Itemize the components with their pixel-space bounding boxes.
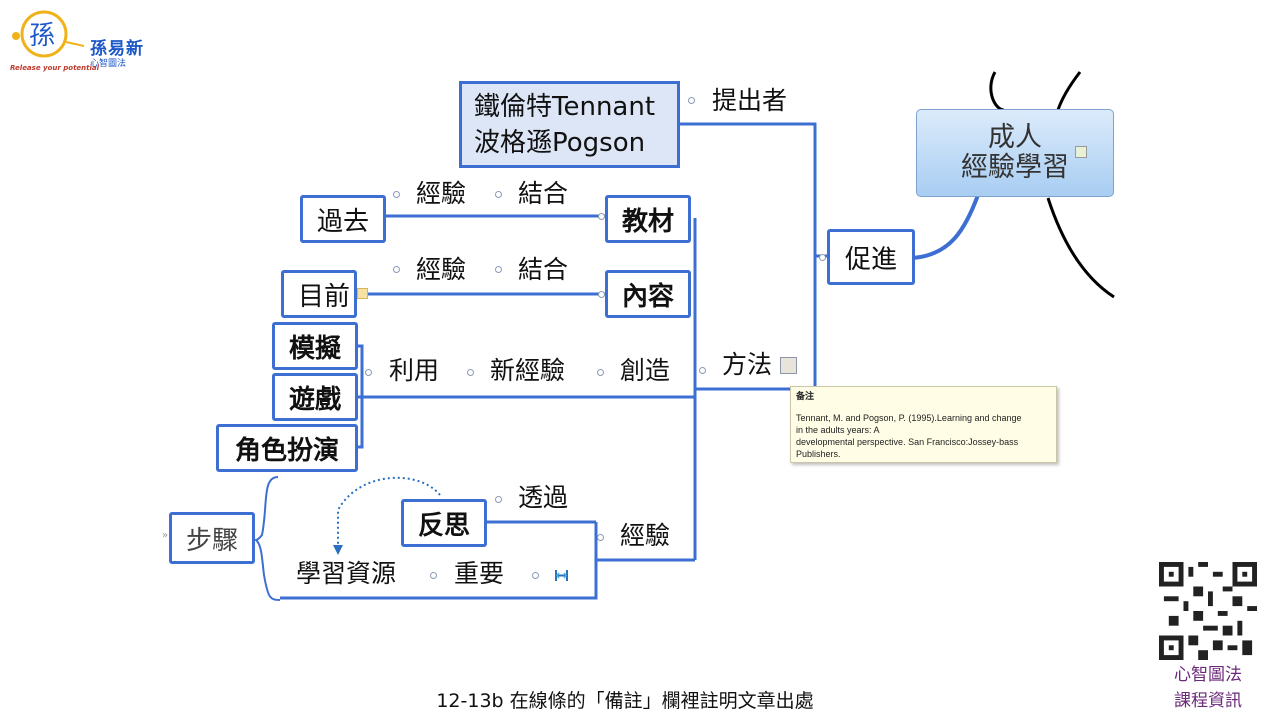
new-experience-label: 新經驗	[490, 356, 566, 385]
combine-label: 結合	[518, 255, 569, 284]
collapse-dot[interactable]	[532, 572, 539, 579]
current-label: 目前	[298, 281, 351, 312]
simulate-node[interactable]: 模擬	[272, 322, 358, 370]
collapse-dot[interactable]	[598, 291, 605, 298]
collapse-dot[interactable]	[598, 213, 605, 220]
central-topic-line2: 經驗學習	[961, 152, 1069, 183]
current-node[interactable]: 目前	[281, 270, 357, 318]
central-topic-line1: 成人	[988, 122, 1042, 153]
collapse-dot[interactable]	[819, 254, 826, 261]
materials-node[interactable]: 教材	[605, 195, 691, 243]
note-line: in the adults years: A	[796, 425, 880, 435]
content-node[interactable]: 內容	[605, 270, 691, 318]
qr-caption-line1: 心智圖法	[1174, 665, 1242, 685]
method-label: 方法	[722, 350, 773, 379]
experience-label: 經驗	[416, 255, 467, 284]
note-icon[interactable]	[780, 357, 797, 374]
reflection-node[interactable]: 反思	[401, 499, 487, 547]
collapse-dot[interactable]	[688, 97, 695, 104]
learning-resources-label: 學習資源	[296, 559, 397, 588]
experience-label: 經驗	[416, 179, 467, 208]
line-experience	[280, 522, 598, 600]
collapse-dot[interactable]	[365, 369, 372, 376]
logo-icon: 孫	[12, 10, 84, 58]
collapse-dot[interactable]	[430, 572, 437, 579]
author-tennant: 鐵倫特Tennant	[474, 91, 656, 122]
important-label: 重要	[454, 559, 505, 588]
collapse-dot[interactable]	[393, 191, 400, 198]
proposer-label: 提出者	[712, 86, 788, 115]
collapse-dot[interactable]	[495, 191, 502, 198]
logo-subtitle: 心智圖法	[90, 59, 127, 69]
slide-caption: 12-13b 在線條的「備註」欄裡註明文章出處	[436, 690, 814, 712]
past-node[interactable]: 過去	[300, 195, 386, 243]
steps-node[interactable]: 步驟	[169, 512, 255, 564]
note-icon[interactable]	[357, 288, 368, 299]
logo-slogan: Release your potential	[10, 64, 100, 72]
note-icon[interactable]	[1075, 146, 1087, 158]
collapse-dot[interactable]	[495, 266, 502, 273]
qr-code-icon	[1159, 562, 1257, 660]
line-proposer	[680, 122, 827, 258]
game-node[interactable]: 遊戲	[272, 373, 358, 421]
use-label: 利用	[389, 356, 440, 385]
author-pogson: 波格遜Pogson	[474, 127, 646, 158]
create-label: 創造	[620, 356, 671, 385]
combine-label: 結合	[518, 179, 569, 208]
promote-node[interactable]: 促進	[827, 229, 915, 285]
note-title: 备注	[796, 391, 815, 401]
collapse-dot[interactable]	[495, 496, 502, 503]
collapse-dot[interactable]	[699, 367, 706, 374]
collapse-icon[interactable]: »	[162, 530, 169, 541]
collapse-dot[interactable]	[393, 266, 400, 273]
svg-text:孫: 孫	[29, 21, 55, 51]
collapse-dot[interactable]	[597, 369, 604, 376]
experience-label: 經驗	[620, 521, 671, 550]
logo-name: 孫易新	[90, 39, 144, 59]
note-line: Publishers.	[796, 449, 841, 459]
central-topic[interactable]: 成人 經驗學習	[916, 109, 1114, 197]
note-line: Tennant, M. and Pogson, P. (1995).Learni…	[796, 413, 1022, 423]
note-line: developmental perspective. San Francisco…	[796, 437, 1019, 447]
authors-box[interactable]: 鐵倫特Tennant 波格遜Pogson	[459, 81, 680, 168]
collapse-dot[interactable]	[467, 369, 474, 376]
note-popup: 备注 Tennant, M. and Pogson, P. (1995).Lea…	[790, 386, 1057, 463]
through-label: 透過	[518, 483, 569, 512]
relationship-icon[interactable]	[553, 567, 570, 584]
roleplay-node[interactable]: 角色扮演	[216, 424, 358, 472]
collapse-dot[interactable]	[597, 534, 604, 541]
qr-caption-line2: 課程資訊	[1174, 691, 1242, 711]
